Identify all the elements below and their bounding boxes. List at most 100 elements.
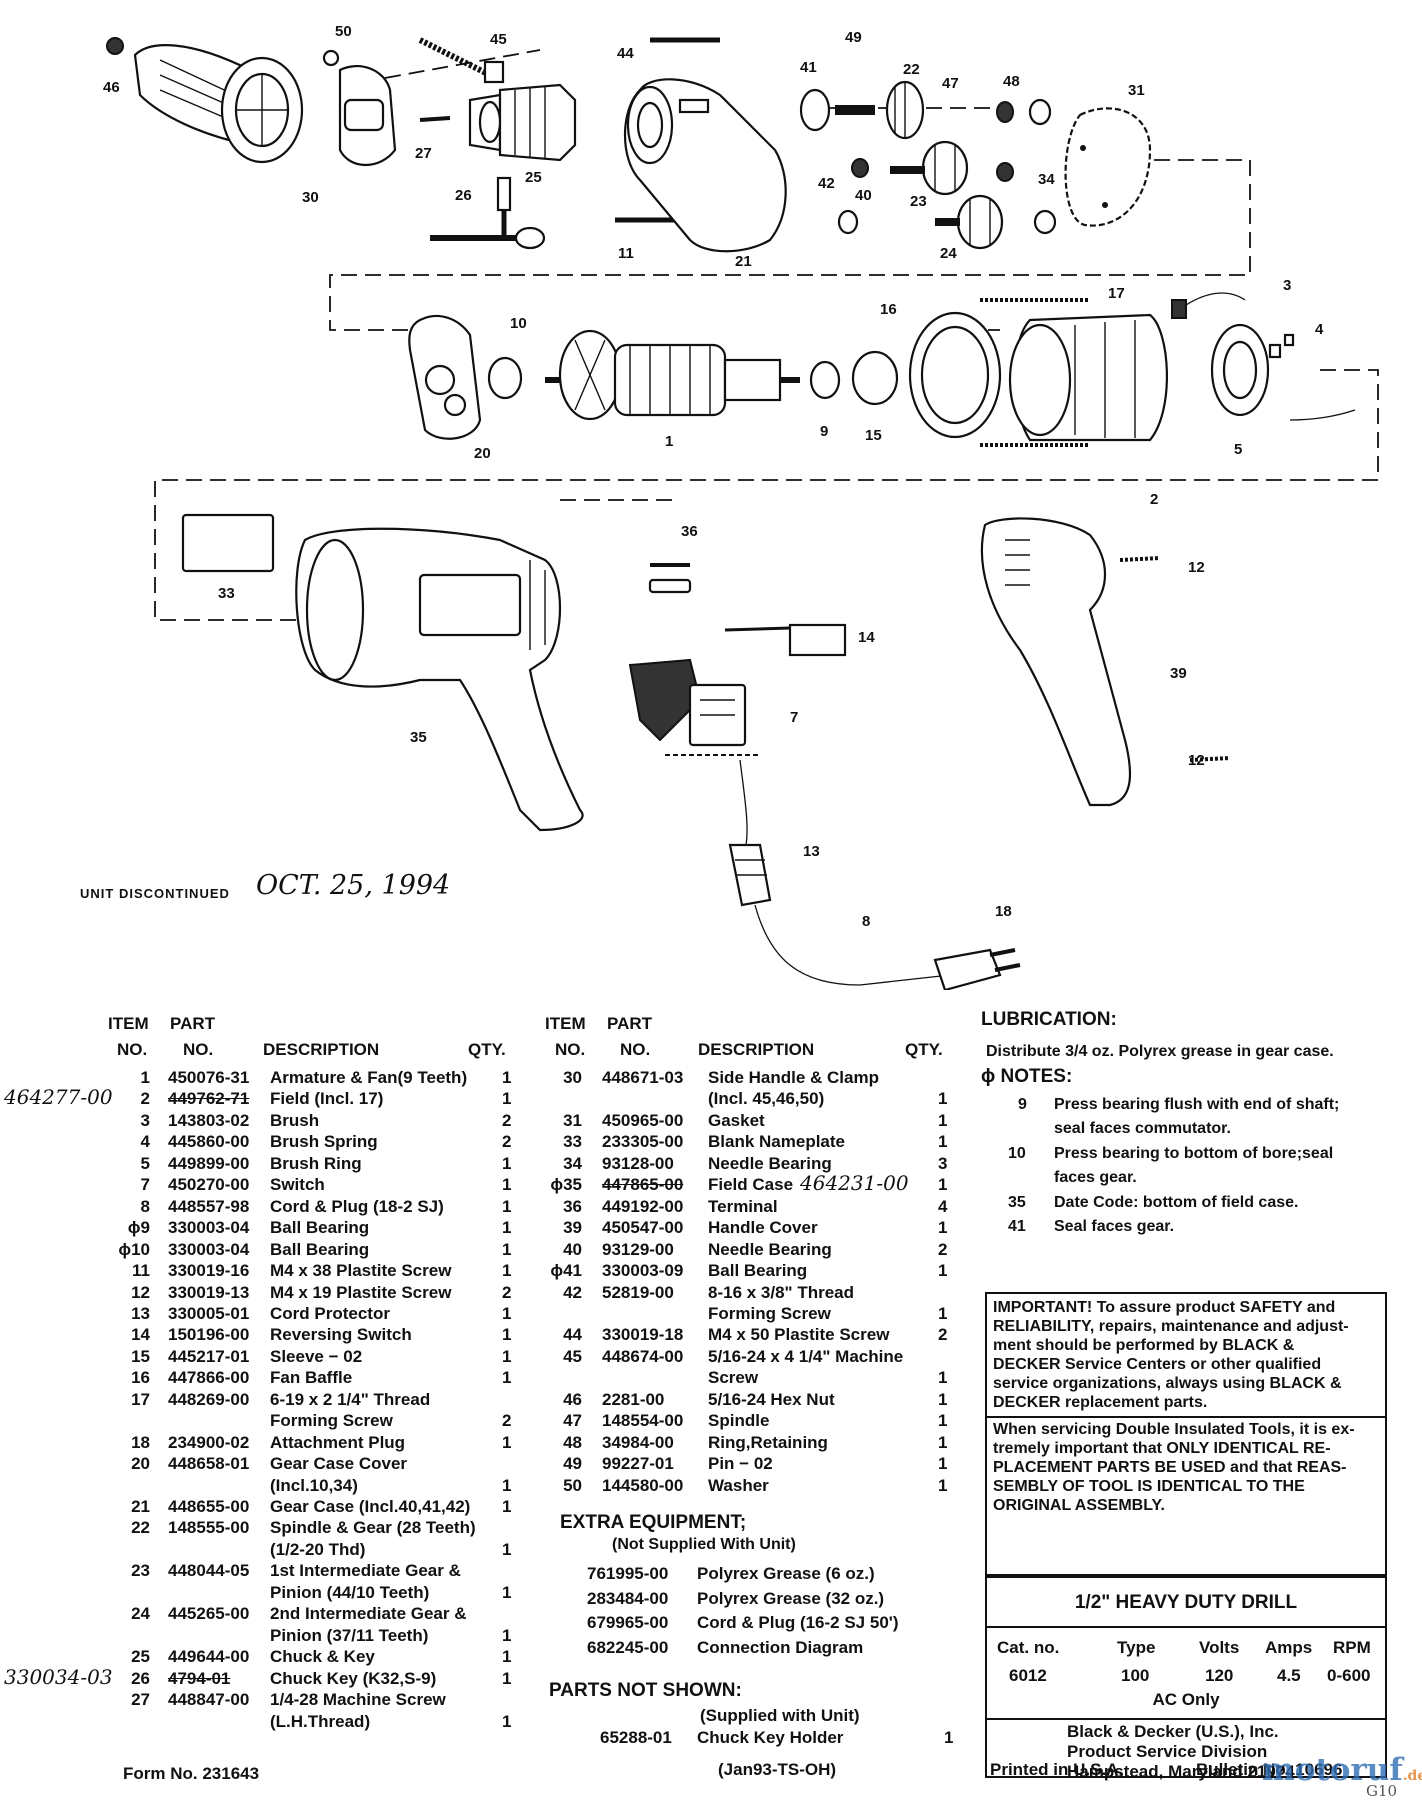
gear-case-part (624, 78, 787, 253)
part-qty: 3 (938, 1153, 948, 1173)
item-number: 14 (131, 1325, 150, 1345)
part-description: 5/16-24 Hex Nut (708, 1389, 835, 1409)
part-qty: 2 (502, 1411, 512, 1431)
part-description: Cord Protector (270, 1303, 390, 1323)
item-number: 47 (563, 1411, 582, 1431)
part-qty: 1 (502, 1175, 512, 1195)
spec-value: 100 (1121, 1666, 1150, 1685)
parts-not-shown-subtitle: (Supplied with Unit) (700, 1706, 860, 1725)
callout: 36 (681, 523, 698, 540)
handwritten-replacement: 464277-00 (4, 1085, 113, 1110)
part-number: 448655-00 (168, 1497, 250, 1516)
part-number: 150196-00 (168, 1325, 250, 1345)
part-description: M4 x 38 Plastite Screw (270, 1261, 452, 1281)
part-description: Pinion (44/10 Teeth) (270, 1582, 430, 1602)
notice-line: DECKER Service Centers or other qualifie… (993, 1356, 1322, 1373)
printed-in: Printed in U.S.A. (990, 1760, 1124, 1779)
extra-equipment-subtitle: (Not Supplied With Unit) (612, 1536, 796, 1553)
part-qty: 1 (502, 1432, 512, 1452)
gear-case-cover-part (408, 314, 482, 440)
part-number: 148554-00 (602, 1411, 684, 1431)
callout: 47 (942, 75, 959, 92)
part-qty: 2 (938, 1325, 948, 1345)
part-description: Switch (270, 1175, 325, 1195)
spec-value: 0-600 (1327, 1666, 1371, 1685)
part-description: Ball Bearing (270, 1239, 370, 1259)
field-part (980, 298, 1169, 447)
item-number: 31 (563, 1110, 582, 1130)
field-case-part (295, 527, 692, 832)
armature-part (545, 329, 800, 421)
part-qty: 1 (502, 1153, 512, 1173)
col-header-part-no: NO. (183, 1040, 214, 1059)
part-qty: 1 (502, 1239, 512, 1259)
brush-ring-part (1171, 292, 1356, 421)
item-number: 2 (140, 1089, 150, 1109)
callout: 9 (820, 423, 828, 440)
item-number: 1 (140, 1068, 150, 1087)
lubrication-text: Distribute 3/4 oz. Polyrex grease in gea… (986, 1043, 1334, 1060)
callout: 39 (1170, 665, 1187, 682)
item-number: 4 (140, 1132, 150, 1152)
discontinued-label: UNIT DISCONTINUED (80, 886, 230, 901)
part-description: Spindle & Gear (28 Teeth) (270, 1518, 476, 1538)
callout: 22 (903, 61, 920, 78)
callout: 50 (335, 23, 352, 40)
part-description: Chuck & Key (270, 1647, 375, 1667)
part-description: Field Case (708, 1175, 794, 1195)
part-number: 449644-00 (168, 1647, 250, 1667)
part-qty: 4 (938, 1196, 948, 1216)
part-description: Cord & Plug (18-2 SJ) (270, 1196, 444, 1216)
col-header-item-no: NO. (555, 1040, 586, 1059)
callout: 13 (803, 843, 820, 860)
part-number: 447865-00 (602, 1175, 684, 1195)
part-number: 445860-00 (168, 1132, 250, 1152)
notice-line: ment should be performed by BLACK & (993, 1337, 1295, 1354)
address-line: Black & Decker (U.S.), Inc. (1067, 1722, 1279, 1741)
spec-value: 4.5 (1277, 1666, 1301, 1685)
callout: 16 (880, 301, 897, 318)
discontinued-date: OCT. 25, 1994 (256, 870, 451, 901)
table-row: Pinion (44/10 Teeth)1 (110, 1583, 590, 1604)
part-number: 99227-01 (602, 1454, 674, 1474)
chuck-part (419, 83, 577, 162)
part-number: 283484-00 (587, 1588, 669, 1608)
item-number: 49 (563, 1454, 582, 1474)
item-number: 34 (563, 1153, 582, 1173)
col-header-item: ITEM (108, 1014, 149, 1033)
item-number: 50 (563, 1475, 582, 1495)
note-text: faces gear. (1054, 1169, 1137, 1186)
item-number: 18 (131, 1432, 150, 1452)
part-number: 2281-00 (602, 1389, 665, 1409)
callout: 8 (862, 913, 870, 930)
part-number: 448269-00 (168, 1389, 250, 1409)
part-description: M4 x 50 Plastite Screw (708, 1325, 890, 1345)
col-header-part-no: NO. (620, 1040, 651, 1059)
part-description: Brush (270, 1110, 320, 1130)
part-description: Blank Nameplate (708, 1132, 845, 1152)
item-number: 15 (131, 1346, 150, 1366)
note-text: Date Code: bottom of field case. (1054, 1194, 1299, 1211)
callout: 10 (510, 315, 527, 332)
part-number: 234900-02 (168, 1432, 250, 1452)
part-number: 447866-00 (168, 1368, 250, 1388)
part-qty: 1 (502, 1497, 512, 1516)
item-number: 46 (563, 1389, 582, 1409)
item-number: 5 (140, 1153, 150, 1173)
item-number: 21 (131, 1497, 150, 1516)
